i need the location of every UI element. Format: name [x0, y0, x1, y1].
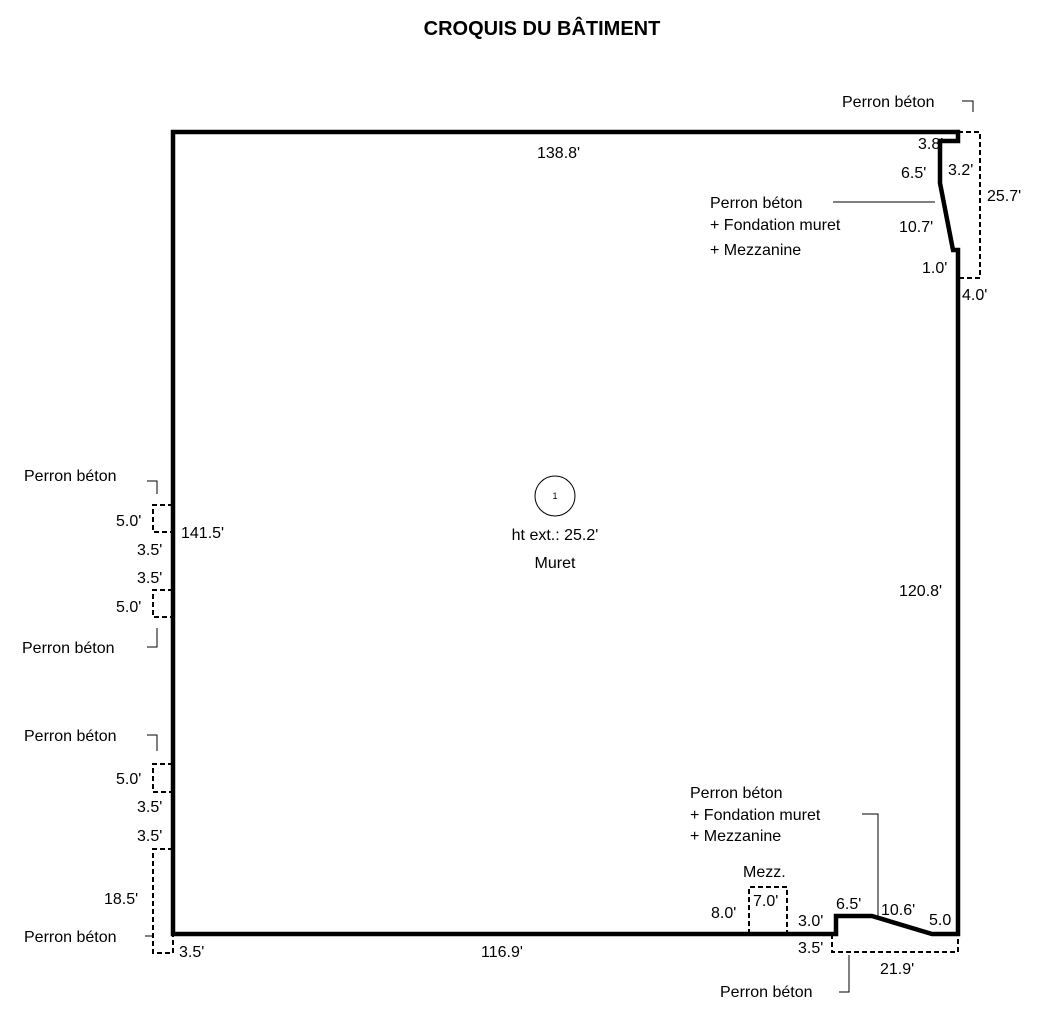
dim-mezz-7-0: 7.0': [753, 893, 778, 910]
leader-left-1: [147, 480, 158, 494]
annot-bottom-mezzanine: + Mezzanine: [690, 828, 781, 845]
dim-l2-3-5: 3.5': [137, 570, 162, 587]
leader-left-2: [147, 628, 158, 648]
left-perron-4-label: Perron béton: [24, 929, 117, 946]
dim-tr-4-0: 4.0': [962, 287, 987, 304]
dim-l3-5-0: 5.0': [116, 771, 141, 788]
mezz-box: [748, 886, 788, 934]
dim-bottom-wall: 116.9': [481, 944, 523, 961]
perron-left-2: [152, 589, 173, 618]
section-height: ht ext.: 25.2': [512, 527, 599, 544]
left-perron-1-label: Perron béton: [24, 468, 117, 485]
dim-tr-6-5: 6.5': [901, 165, 926, 182]
perron-left-1: [152, 504, 173, 533]
dim-l1-5-0: 5.0': [116, 513, 141, 530]
annot-bottom-fondation: + Fondation muret: [690, 807, 821, 824]
annot-top-fondation: + Fondation muret: [710, 217, 841, 234]
leader-left-3: [147, 734, 158, 751]
dim-l4-18-5: 18.5': [104, 891, 138, 908]
section-number: 1: [552, 491, 557, 501]
dim-tr-25-7: 25.7': [987, 188, 1021, 205]
perron-left-4: [152, 848, 174, 954]
dim-l2-5-0: 5.0': [116, 599, 141, 616]
mezz-label: Mezz.: [743, 864, 786, 881]
left-perron-2-label: Perron béton: [22, 640, 115, 657]
dim-br-21-9: 21.9': [880, 961, 914, 978]
leader-perron-top-right: [962, 100, 974, 112]
sketch-title: CROQUIS DU BÂTIMENT: [424, 16, 661, 40]
dim-tr-3-8: 3.8': [918, 136, 943, 153]
dim-l1-3-5: 3.5': [137, 542, 162, 559]
perron-left-3: [152, 763, 173, 793]
left-perron-3-label: Perron béton: [24, 728, 117, 745]
perron-bottom-right-label: Perron béton: [720, 984, 813, 1001]
dim-l3-3-5: 3.5': [137, 799, 162, 816]
leader-annot-bottom: [862, 813, 879, 920]
dim-br-3-5: 3.5': [798, 940, 823, 957]
dim-bl-3-5: 3.5': [179, 944, 204, 961]
dim-right-wall: 120.8': [899, 583, 942, 600]
dim-top-wall: 138.8': [537, 145, 580, 162]
dim-br-5-0: 5.0: [929, 912, 951, 929]
dim-tr-10-7: 10.7': [899, 219, 933, 236]
building-outline: [170, 129, 961, 937]
annot-top-mezzanine: + Mezzanine: [710, 242, 801, 259]
dim-br-10-6: 10.6': [881, 902, 915, 919]
annot-top-perron: Perron béton: [710, 195, 803, 212]
dim-l4-3-5: 3.5': [137, 828, 162, 845]
dim-br-3-0: 3.0': [798, 913, 823, 930]
dim-left-wall: 141.5': [181, 525, 224, 542]
perron-top-right: [958, 131, 981, 279]
dim-mezz-8-0: 8.0': [711, 905, 736, 922]
perron-top-right-label: Perron béton: [842, 94, 935, 111]
section-marker: [534, 475, 576, 517]
dim-tr-1-0: 1.0': [922, 260, 947, 277]
dim-br-6-5: 6.5': [836, 896, 861, 913]
dim-tr-3-2: 3.2': [948, 162, 973, 179]
annot-bottom-perron: Perron béton: [690, 785, 783, 802]
leader-perron-bottom-right: [839, 955, 850, 993]
section-name: Muret: [535, 555, 576, 572]
perron-bottom-right: [831, 934, 959, 953]
